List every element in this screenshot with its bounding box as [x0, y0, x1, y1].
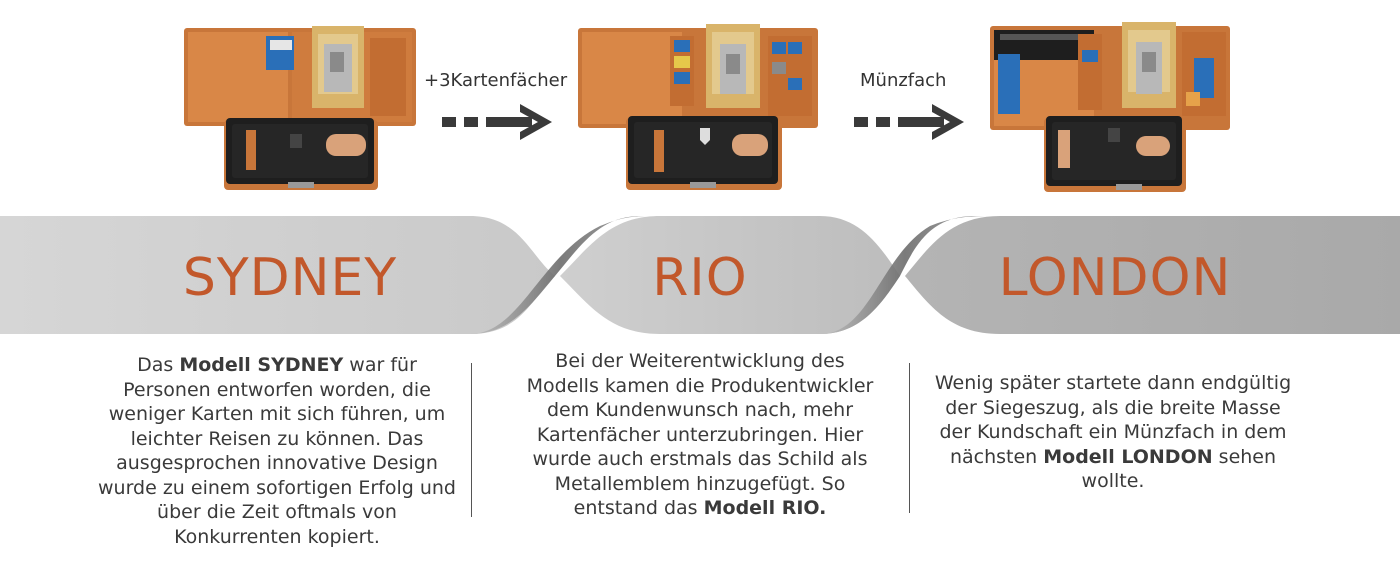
column-divider: [909, 363, 910, 513]
description-rio: Bei der Weiterentwicklung des Modells ka…: [518, 349, 882, 521]
description-sydney-pre: Das: [137, 354, 180, 376]
model-timeline-band: [0, 216, 1400, 334]
description-london: Wenig später startete dann endgültig der…: [932, 371, 1294, 494]
description-sydney: Das Modell SYDNEY war für Personen entwo…: [96, 353, 458, 549]
description-sydney-post: war für Personen entworfen worden, die w…: [97, 354, 456, 548]
rio-wallet-image: [578, 24, 818, 190]
london-wallet-image: [990, 22, 1230, 192]
step-label-coins: Münzfach: [860, 70, 947, 91]
description-rio-bold: Modell RIO.: [703, 497, 827, 519]
sydney-wallet-image: [184, 26, 416, 190]
description-london-bold: Modell LONDON: [1043, 445, 1213, 468]
dashed-arrow-right-icon: [854, 104, 964, 140]
description-sydney-bold: Modell SYDNEY: [179, 354, 344, 376]
description-london-post: sehen wollte.: [1081, 445, 1277, 493]
step-label-cards: +3Kartenfächer: [424, 70, 568, 91]
dashed-arrow-right-icon: [442, 104, 552, 140]
model-name-sydney: SYDNEY: [182, 248, 398, 308]
model-name-london: LONDON: [998, 248, 1232, 308]
column-divider: [471, 363, 472, 517]
description-rio-pre: Bei der Weiterentwicklung des Modells ka…: [526, 350, 874, 519]
model-name-rio: RIO: [652, 248, 748, 308]
description-london-pre: Wenig später startete dann endgültig der…: [934, 372, 1292, 468]
